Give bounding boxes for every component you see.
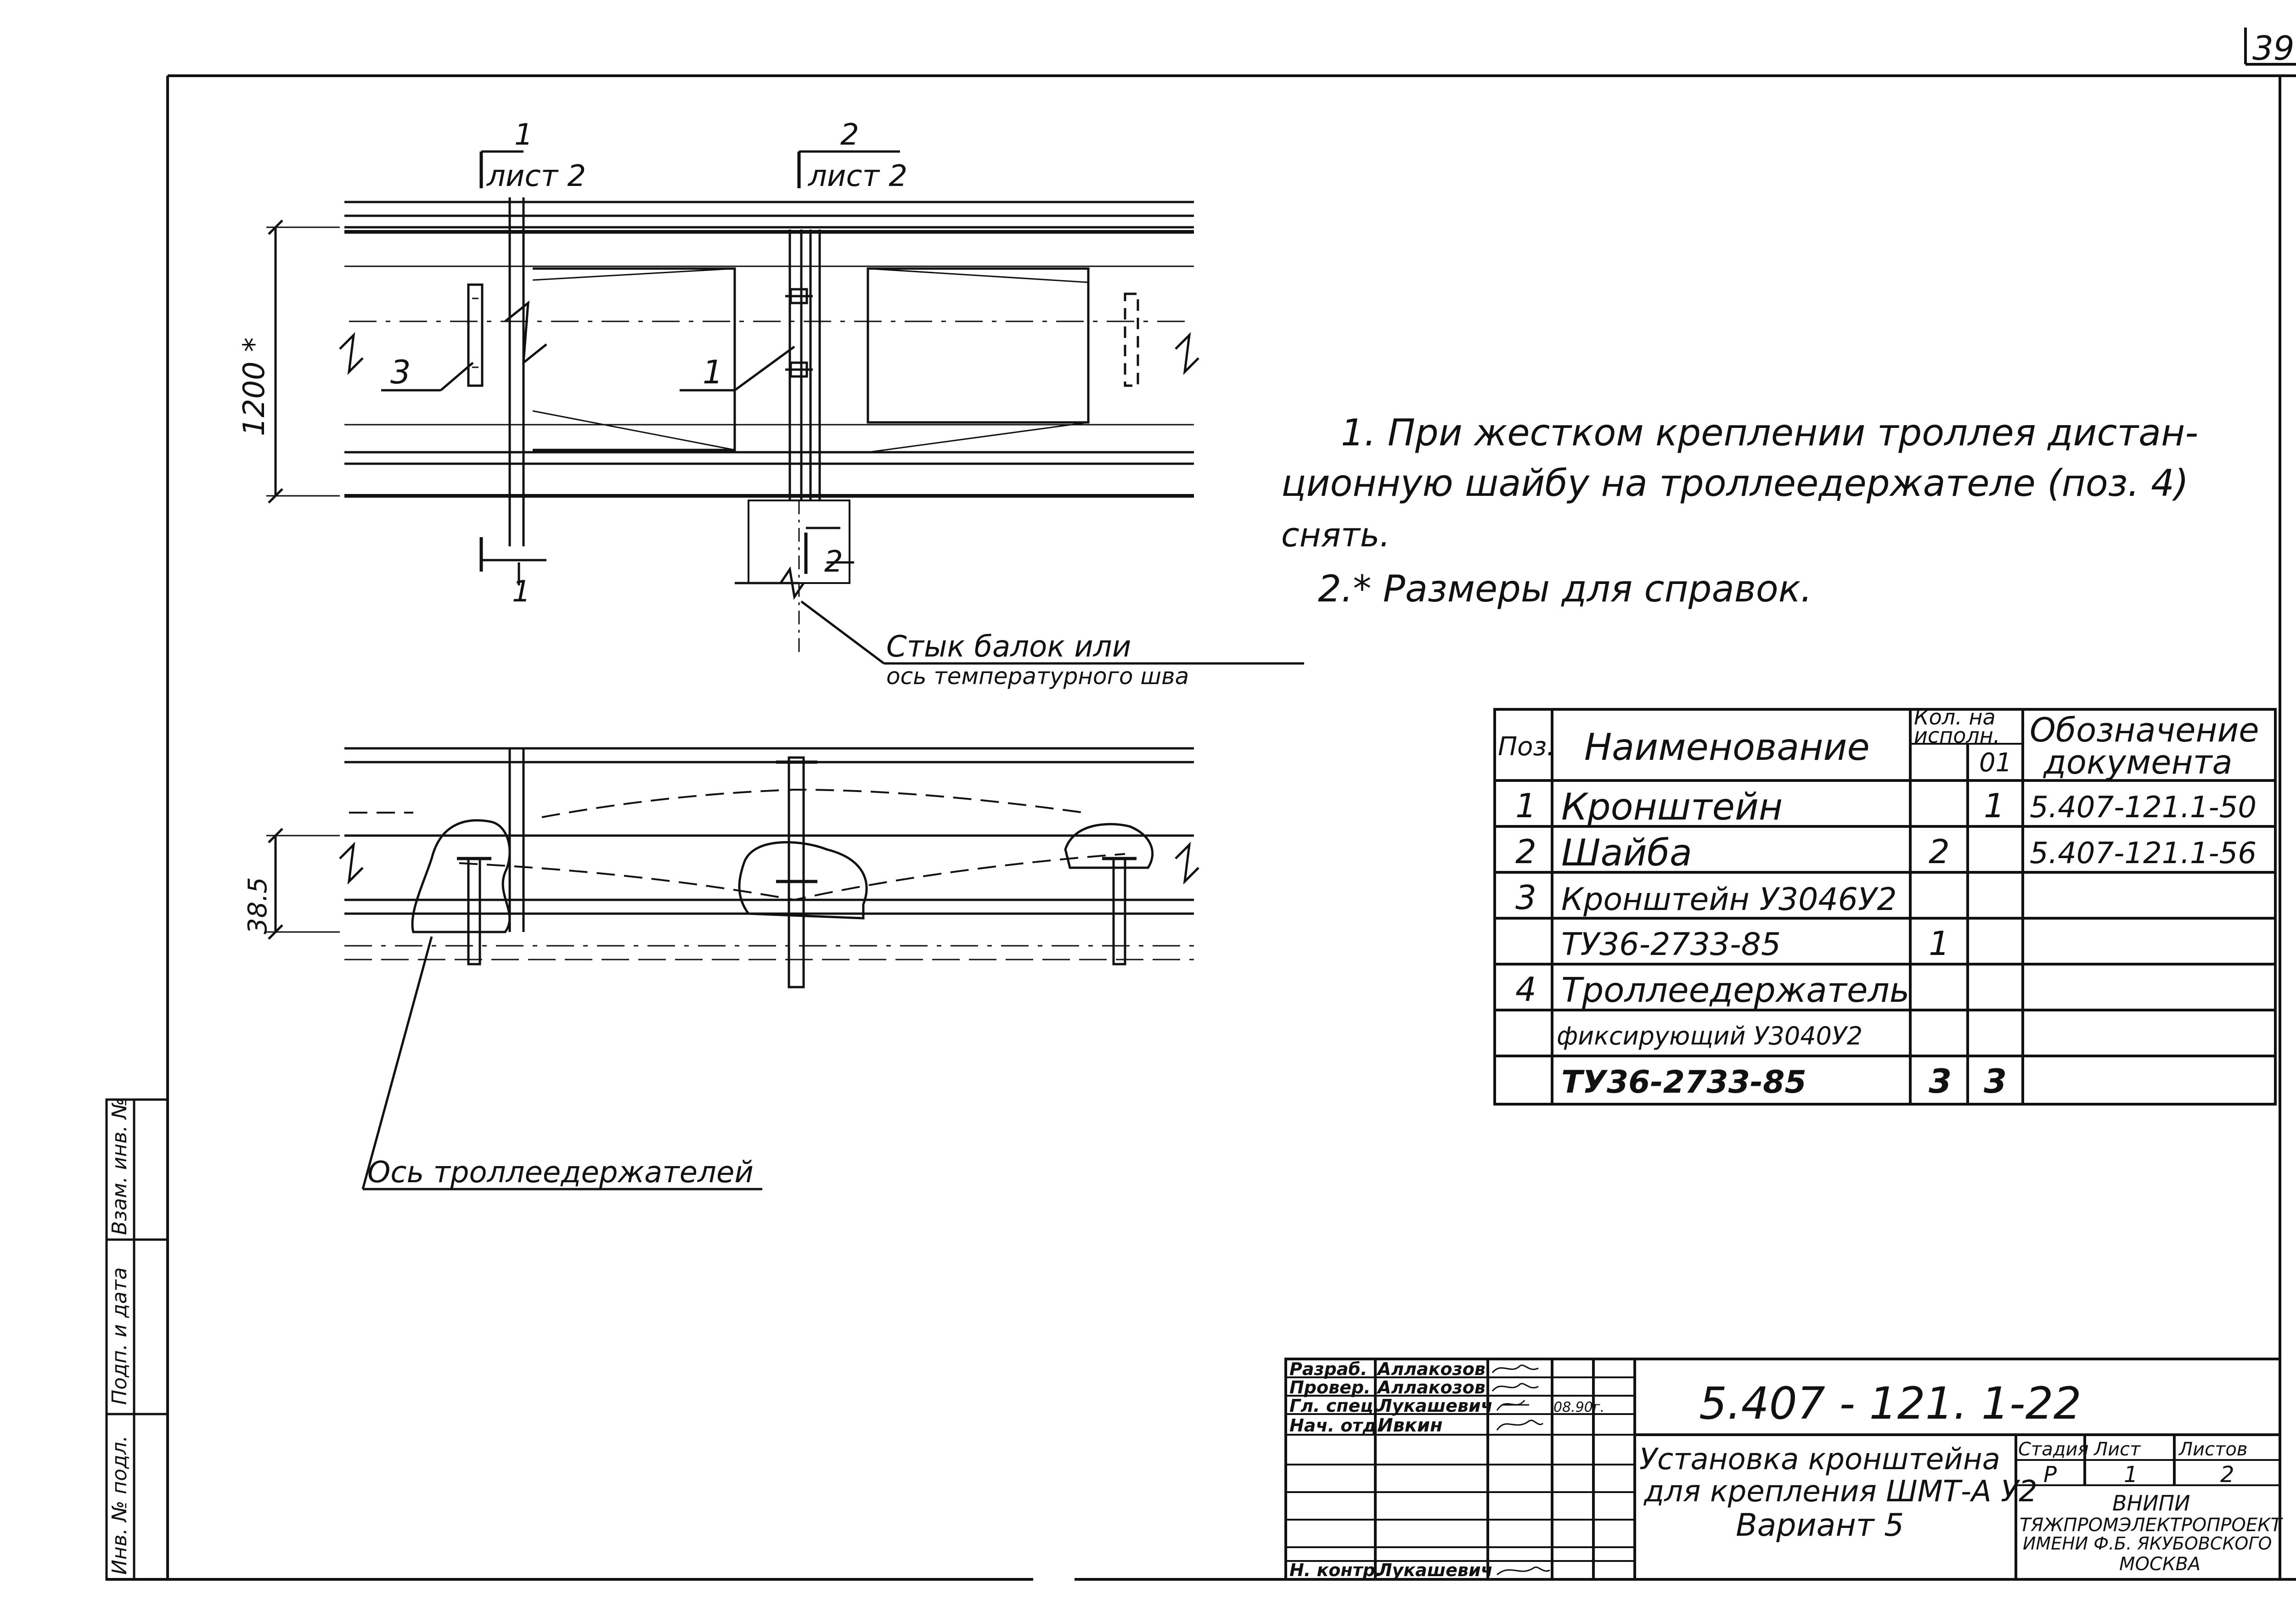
title-block-code: 5.407 - 121. 1-22: [1699, 1378, 2082, 1429]
row-4-qty: 1: [1929, 924, 1950, 963]
side-dimension-label: 38.5: [243, 877, 273, 934]
joint-note-line1: Стык балок или: [886, 630, 1131, 664]
tb-stage-value: Р: [2043, 1462, 2057, 1488]
header-doc-line1: Обозначение: [2030, 711, 2259, 749]
section-2-top-number: 2: [840, 118, 859, 152]
row-2-name: Шайба: [1561, 831, 1692, 874]
org-line-4: МОСКВА: [2119, 1554, 2200, 1575]
signatures: [1491, 1364, 1550, 1576]
header-qty-line2: исполн.: [1914, 723, 2000, 748]
callout-3-label: 3: [390, 354, 411, 391]
tb-name-5: Лукашевич: [1377, 1560, 1493, 1580]
top-view: [266, 150, 1304, 665]
org-line-2: ТЯЖПРОМЭЛЕКТРОПРОЕКТ: [2020, 1515, 2284, 1536]
tb-header-stage: Стадия: [2018, 1439, 2088, 1460]
note-2: 2.* Размеры для справок.: [1318, 567, 1812, 610]
row-5-name: Троллеедержатель: [1561, 971, 1909, 1010]
row-5-pos: 4: [1515, 970, 1536, 1009]
title-line-2: для крепления ШМТ-А У2: [1643, 1475, 2037, 1509]
row-7-qty01: 3: [1984, 1062, 2007, 1100]
section-1-top-ref: лист 2: [486, 159, 586, 193]
trolley-axis-label: Ось троллеедержателей: [367, 1156, 754, 1190]
row-3-pos: 3: [1515, 878, 1536, 917]
row-2-doc: 5.407-121.1-56: [2030, 837, 2257, 870]
title-line-1: Установка кронштейна: [1639, 1443, 2000, 1477]
row-2-pos: 2: [1515, 832, 1536, 871]
header-variant: 01: [1979, 748, 2012, 778]
row-1-qty01: 1: [1984, 786, 2005, 825]
note-1-line1: 1. При жестком креплении троллея дистан-: [1341, 411, 2198, 454]
tb-role-2: Провер.: [1289, 1377, 1371, 1398]
header-doc-line2: документа: [2043, 743, 2233, 781]
tb-header-sheets: Листов: [2178, 1439, 2247, 1460]
side-stamp-replace-label: Взам. инв. №: [108, 1098, 131, 1235]
tb-name-4: Ивкин: [1378, 1415, 1443, 1436]
height-dimension-label: 1200 *: [237, 337, 271, 436]
section-1-bottom-number: 1: [512, 575, 531, 609]
tb-name-3: Лукашевич: [1377, 1396, 1493, 1416]
tb-role-1: Разраб.: [1289, 1359, 1367, 1379]
section-1-top-number: 1: [514, 118, 533, 152]
side-stamp-sign-label: Подп. и дата: [108, 1267, 131, 1405]
sheet-corner-number: 39: [2252, 29, 2295, 67]
org-line-3: ИМЕНИ Ф.Б. ЯКУБОВСКОГО: [2023, 1533, 2272, 1554]
tb-name-2: Аллакозов: [1376, 1377, 1486, 1398]
callout-1-label: 1: [703, 354, 723, 391]
joint-note-line2: ось температурного шва: [886, 663, 1189, 690]
tb-sheet-value: 1: [2124, 1462, 2138, 1488]
title-line-3: Вариант 5: [1736, 1507, 1904, 1544]
note-1-line2: ционную шайбу на троллеедержателе (поз. …: [1281, 462, 2189, 505]
spec-table-header: Поз. Наименование Кол. на исполн. 01 Обо…: [1498, 705, 2259, 781]
sheet-frame: [106, 28, 2296, 1581]
header-name: Наименование: [1584, 726, 1870, 769]
row-1-pos: 1: [1515, 786, 1536, 825]
tb-date-3: 08.90г.: [1553, 1399, 1604, 1415]
side-stamp: [105, 1098, 169, 1581]
row-1-name: Кронштейн: [1561, 786, 1783, 828]
tb-role-5: Н. контр.: [1289, 1560, 1382, 1580]
row-7-name: ТУ36-2733-85: [1561, 1064, 1806, 1100]
note-1-line3: снять.: [1281, 516, 1390, 554]
row-4-name: ТУ36-2733-85: [1561, 926, 1781, 963]
row-2-qty: 2: [1929, 832, 1950, 871]
row-6-name: фиксирующий У3040У2: [1557, 1022, 1863, 1050]
section-2-top-ref: лист 2: [807, 159, 907, 193]
side-view: [266, 747, 1199, 1190]
header-qty-line1: Кол. на: [1914, 705, 1996, 730]
tb-role-3: Гл. спец.: [1289, 1396, 1380, 1416]
org-line-1: ВНИПИ: [2112, 1491, 2190, 1516]
row-3-name: Кронштейн У3046У2: [1561, 881, 1897, 918]
tb-header-sheet: Лист: [2093, 1439, 2141, 1460]
spec-table-grid: [1493, 708, 2277, 1106]
tb-sheets-value: 2: [2220, 1462, 2234, 1488]
section-2-bottom-number: 2: [824, 545, 843, 579]
tb-name-1: Аллакозов: [1376, 1359, 1486, 1379]
tb-role-4: Нач. отд.: [1289, 1415, 1383, 1436]
row-7-qty: 3: [1929, 1062, 1952, 1100]
side-stamp-inv-label: Инв. № подл.: [108, 1435, 131, 1575]
header-pos: Поз.: [1498, 732, 1555, 762]
spec-table-body: 1 Кронштейн 1 5.407-121.1-50 2 Шайба 2 5…: [1515, 786, 2257, 1100]
title-block-grid: [1284, 1358, 2281, 1581]
row-1-doc: 5.407-121.1-50: [2030, 791, 2257, 825]
